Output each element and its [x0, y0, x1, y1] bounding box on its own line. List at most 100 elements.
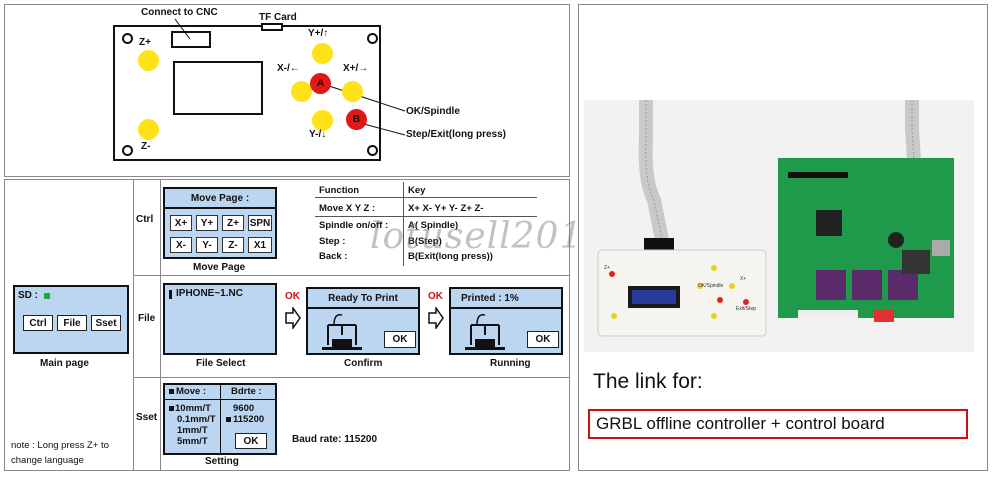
- language-note: note : Long press Z+ to change language: [11, 438, 109, 468]
- move-head-marker: [169, 389, 174, 394]
- x-minus-key[interactable]: [291, 81, 312, 102]
- ctrl-button[interactable]: Ctrl: [23, 315, 53, 331]
- setting-screen: Move : Bdrte : 10mm/T 0.1mm/T 1mm/T 5mm/…: [163, 383, 277, 455]
- file-cursor: [169, 290, 172, 299]
- move-option[interactable]: 0.1mm/T: [177, 414, 216, 425]
- setting-ok-button[interactable]: OK: [235, 433, 267, 449]
- table-row-key: B(Step): [408, 236, 442, 247]
- sset-button[interactable]: Sset: [91, 315, 121, 331]
- table-row: Move X Y Z :: [319, 203, 376, 214]
- file-select-screen: IPHONE~1.NC: [163, 283, 277, 355]
- table-col-divider: [403, 182, 404, 266]
- move-head: Move :: [176, 386, 207, 397]
- y-minus-label: Y-/↓: [309, 129, 327, 140]
- move-x-plus[interactable]: X+: [170, 215, 192, 231]
- move-z-minus[interactable]: Z-: [222, 237, 244, 253]
- b-key[interactable]: B: [346, 109, 367, 130]
- table-row-rule: [315, 216, 537, 217]
- move-option[interactable]: 1mm/T: [177, 425, 208, 436]
- table-row: Step :: [319, 236, 346, 247]
- move-y-minus[interactable]: Y-: [196, 237, 218, 253]
- move-option[interactable]: 5mm/T: [177, 436, 208, 447]
- tf-card-slot: [261, 23, 283, 31]
- file-section-label: File: [138, 313, 156, 324]
- table-row: Back :: [319, 251, 348, 262]
- table-head-function: Function: [319, 185, 360, 196]
- note-line-2: change language: [11, 455, 84, 466]
- x-plus-key[interactable]: [342, 81, 363, 102]
- connect-to-cnc-label: Connect to CNC: [141, 7, 218, 18]
- move-option[interactable]: 10mm/T: [175, 403, 211, 414]
- baud-option[interactable]: 9600: [233, 403, 255, 414]
- row-divider: [133, 275, 569, 276]
- mount-hole: [367, 145, 378, 156]
- setting-caption: Setting: [205, 456, 239, 467]
- link-for-heading: The link for:: [593, 370, 703, 393]
- printer-icon: [322, 313, 362, 350]
- y-plus-key[interactable]: [312, 43, 333, 64]
- move-y-plus[interactable]: Y+: [196, 215, 218, 231]
- ok-spindle-label: OK/Spindle: [406, 106, 460, 117]
- menu-flow-panel: SD : Ctrl File Sset Main page note : Lon…: [4, 179, 606, 471]
- ready-to-print-title: Ready To Print: [308, 289, 418, 309]
- ok-step-label: OK: [285, 291, 300, 302]
- move-page-screen: Move Page : X+ Y+ Z+ SPN X- Y- Z- X1: [163, 187, 277, 259]
- bdrte-head: Bdrte :: [231, 386, 262, 397]
- a-key[interactable]: A: [310, 73, 331, 94]
- file-list-item[interactable]: IPHONE~1.NC: [176, 288, 243, 299]
- running-caption: Running: [490, 358, 531, 369]
- mount-hole: [122, 145, 133, 156]
- arrow-right-icon: [285, 307, 301, 329]
- table-row-key: A( Spindle): [408, 220, 459, 231]
- confirm-caption: Confirm: [344, 358, 383, 369]
- note-line-1: note : Long press Z+ to: [11, 440, 109, 451]
- product-photo: Z+ OK/Spindle X+ Exit/Step: [584, 100, 974, 352]
- baud-rate-label: Baud rate: 115200: [292, 434, 378, 445]
- z-plus-key[interactable]: [138, 50, 159, 71]
- sset-section-label: Sset: [136, 412, 158, 423]
- move-page-title: Move Page :: [165, 189, 275, 209]
- table-row: Spindle on/off :: [319, 220, 389, 231]
- ctrl-section-label: Ctrl: [136, 214, 154, 225]
- file-select-caption: File Select: [196, 358, 246, 369]
- step-multiplier[interactable]: X1: [248, 237, 272, 253]
- running-ok-button[interactable]: OK: [527, 331, 559, 348]
- y-plus-label: Y+/↑: [308, 28, 329, 39]
- setting-col-divider: [220, 385, 221, 453]
- confirm-ok-button[interactable]: OK: [384, 331, 416, 348]
- mount-hole: [367, 33, 378, 44]
- confirm-screen: Ready To Print OK: [306, 287, 420, 355]
- column-divider: [160, 180, 161, 470]
- table-row-key: B(Exit(long press)): [408, 251, 493, 262]
- file-button[interactable]: File: [57, 315, 87, 331]
- y-minus-key[interactable]: [312, 110, 333, 131]
- running-screen: Printed : 1% OK: [449, 287, 563, 355]
- move-z-plus[interactable]: Z+: [222, 215, 244, 231]
- move-selected-marker: [169, 406, 174, 411]
- printer-icon: [465, 313, 505, 350]
- mount-hole: [122, 33, 133, 44]
- move-x-minus[interactable]: X-: [170, 237, 192, 253]
- photo-label-exit-step: Exit/Step: [736, 306, 757, 312]
- photo-label-z-plus: Z+: [604, 265, 610, 271]
- lcd-screen-outline: [173, 61, 263, 115]
- cnc-connector: [171, 31, 211, 48]
- printed-progress: Printed : 1%: [451, 289, 561, 309]
- main-page-caption: Main page: [40, 358, 89, 369]
- product-link[interactable]: GRBL offline controller + control board: [588, 409, 968, 439]
- sd-status-indicator: [44, 293, 50, 299]
- leader-lines: [174, 18, 406, 136]
- main-page-screen: SD : Ctrl File Sset: [13, 285, 129, 354]
- sd-status-label: SD :: [18, 290, 38, 301]
- product-link-text: GRBL offline controller + control board: [596, 414, 885, 433]
- baud-option[interactable]: 115200: [233, 414, 265, 425]
- column-divider: [133, 180, 134, 470]
- product-illustration: [597, 100, 954, 337]
- watermark: lotusell2013: [370, 216, 608, 257]
- ok-step-label: OK: [428, 291, 443, 302]
- row-divider: [133, 377, 569, 378]
- z-minus-key[interactable]: [138, 119, 159, 140]
- spindle-toggle[interactable]: SPN: [248, 215, 272, 231]
- tf-card-label: TF Card: [259, 12, 297, 23]
- controller-board: [113, 25, 381, 161]
